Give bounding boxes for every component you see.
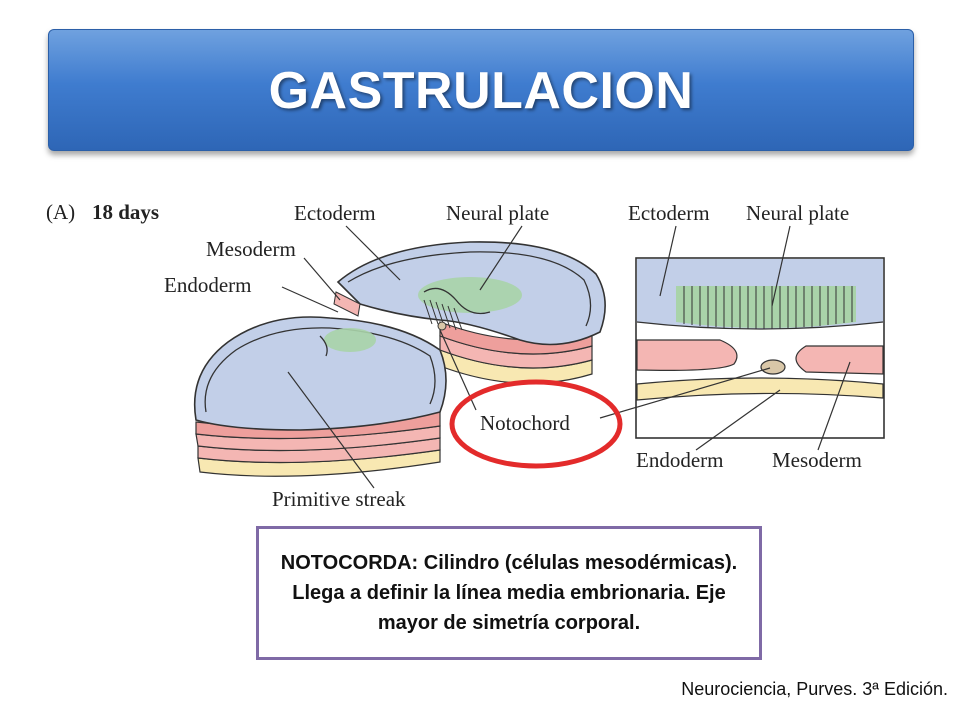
section-label-endoderm: Endoderm (636, 448, 723, 472)
mesoderm-right (795, 345, 884, 375)
citation: Neurociencia, Purves. 3ª Edición. (681, 679, 948, 699)
panel-label: (A) (46, 200, 75, 224)
embryo-front-rim (204, 327, 436, 413)
label-ectoderm: Ectoderm (294, 201, 376, 225)
neural-plate-hatch (423, 299, 463, 331)
cross-section-panel (635, 257, 885, 439)
days-label: 18 days (92, 200, 159, 224)
endoderm-band (636, 377, 884, 401)
primitive-streak-line (319, 335, 328, 357)
label-primitive-streak: Primitive streak (272, 487, 406, 511)
notochord-section (760, 359, 786, 375)
layer-pink-back-1 (439, 321, 593, 355)
notochord-dot-3d (437, 321, 447, 331)
info-text: NOTOCORDA: Cilindro (células mesodérmica… (280, 552, 738, 634)
neural-plate-patch (418, 277, 522, 313)
slide-title: GASTRULACION (268, 62, 694, 120)
neural-plate-patch-front (324, 328, 376, 352)
embryo-front-outer (193, 316, 447, 431)
label-mesoderm: Mesoderm (206, 237, 296, 261)
leader-lines (281, 225, 851, 489)
info-box: NOTOCORDA: Cilindro (células mesodérmica… (256, 526, 762, 660)
title-banner: GASTRULACION (48, 29, 914, 151)
embryo-back-rim (347, 251, 592, 327)
cut-face-pink (333, 291, 361, 317)
label-neural-plate: Neural plate (446, 201, 549, 225)
mesoderm-left (636, 339, 738, 371)
section-label-mesoderm: Mesoderm (772, 448, 862, 472)
label-endoderm: Endoderm (164, 273, 251, 297)
neural-plate-band (676, 286, 856, 328)
neural-groove (423, 287, 491, 315)
label-notochord: Notochord (480, 411, 570, 435)
section-label-neural-plate: Neural plate (746, 201, 849, 225)
neural-plate-stripes (683, 286, 853, 329)
notochord-highlight-circle (449, 379, 623, 469)
section-label-ectoderm: Ectoderm (628, 201, 710, 225)
